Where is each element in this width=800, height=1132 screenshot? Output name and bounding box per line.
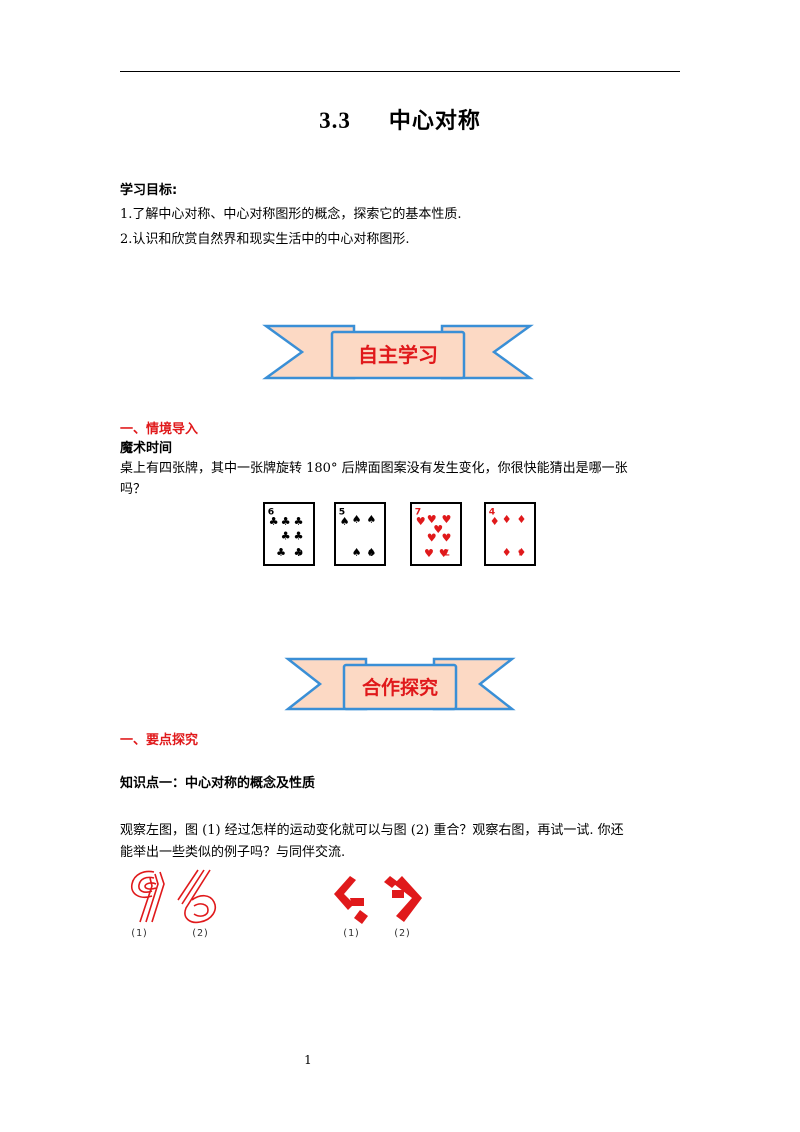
page-number: 1	[304, 1053, 312, 1067]
banner-label-2: 合作探究	[362, 676, 438, 699]
svg-text:6: 6	[297, 548, 303, 558]
svg-text:♣: ♣	[294, 515, 304, 528]
svg-text:♣: ♣	[269, 515, 279, 528]
card-rank: 7	[415, 507, 421, 518]
knowledge-point-heading: 知识点一：中心对称的概念及性质	[120, 776, 316, 791]
diamonds-card-face: 4 ♦ ♦♦ ♦♦ 4	[489, 507, 527, 560]
svg-text:♠: ♠	[340, 515, 350, 528]
figure-nine-six	[130, 869, 216, 924]
svg-text:♦: ♦	[490, 515, 500, 528]
svg-text:♥: ♥	[427, 531, 437, 544]
objectives-heading: 学习目标:	[120, 183, 178, 198]
section2-text-line1: 观察左图，图 (1) 经过怎样的运动变化就可以与图 (2) 重合？观察右图，再试…	[120, 823, 624, 838]
svg-text:♣: ♣	[281, 515, 291, 528]
svg-text:♥: ♥	[442, 513, 452, 526]
svg-text:♦: ♦	[516, 546, 526, 559]
playing-card-4-diamonds[interactable]: 4 ♦ ♦♦ ♦♦ 4	[484, 502, 536, 566]
svg-text:♣: ♣	[294, 530, 304, 543]
header-rule	[120, 71, 680, 72]
spades-card-face: 5 ♠ ♠♠ ♠♠ 5	[339, 507, 377, 560]
section2-text-line2: 能举出一些类似的例子吗？与同伴交流.	[120, 845, 346, 860]
card-rank: 4	[489, 507, 495, 518]
svg-text:♥: ♥	[442, 531, 452, 544]
svg-text:♣: ♣	[294, 546, 304, 559]
magic-time-label: 魔术时间	[120, 441, 173, 456]
left-arrow-shape	[334, 876, 356, 910]
banner-cooperative-inquiry: 合作探究	[284, 657, 516, 711]
playing-card-5-spades[interactable]: 5 ♠ ♠♠ ♠♠ 5	[334, 502, 386, 566]
svg-text:7: 7	[444, 548, 450, 558]
hearts-card-face: 7 ♥ ♥♥ ♥ ♥♥ ♥♥ 7	[415, 507, 452, 560]
section1-text-line1: 桌上有四张牌，其中一张牌旋转 180° 后牌面图案没有发生变化，你很快能猜出是哪…	[120, 461, 628, 476]
playing-card-6-clubs[interactable]: 6 ♣ ♣♣ ♣♣ ♣♣ 6	[263, 502, 315, 566]
svg-text:♣: ♣	[276, 546, 286, 559]
svg-text:♥: ♥	[416, 515, 426, 528]
svg-text:♦: ♦	[516, 513, 526, 526]
figure-label-1-left: (1)	[130, 928, 149, 939]
banner-self-study: 自主学习	[262, 324, 534, 380]
section-number: 3.3	[319, 108, 351, 133]
svg-text:♠: ♠	[352, 546, 362, 559]
page-title: 3.3 中心对称	[0, 103, 800, 135]
svg-text:♥: ♥	[424, 547, 434, 560]
section2-heading: 一、要点探究	[120, 733, 199, 748]
card-rank: 5	[339, 507, 345, 518]
svg-text:5: 5	[368, 548, 374, 558]
svg-text:♥: ♥	[427, 513, 437, 526]
svg-text:♦: ♦	[502, 513, 512, 526]
digit-six-shape	[177, 869, 216, 924]
playing-card-7-hearts[interactable]: 7 ♥ ♥♥ ♥ ♥♥ ♥♥ 7	[410, 502, 462, 566]
figure-arrow-shapes	[334, 876, 422, 924]
right-arrow-shape	[394, 876, 422, 922]
section1-heading: 一、情境导入	[120, 422, 199, 437]
figure-label-2-left: (2)	[191, 928, 210, 939]
objective-item-1: 1.了解中心对称、中心对称图形的概念，探索它的基本性质.	[120, 207, 462, 222]
section-title: 中心对称	[388, 109, 481, 134]
card-rank: 6	[268, 507, 274, 518]
clubs-card-face: 6 ♣ ♣♣ ♣♣ ♣♣ 6	[268, 507, 304, 560]
svg-text:♥: ♥	[439, 547, 449, 560]
svg-text:4: 4	[518, 548, 524, 558]
section1-text-line2: 吗？	[120, 482, 147, 497]
banner-label-1: 自主学习	[358, 343, 438, 367]
figure-label-2-right: (2)	[393, 928, 412, 939]
objective-item-2: 2.认识和欣赏自然界和现实生活中的中心对称图形.	[120, 232, 410, 247]
svg-text:♦: ♦	[502, 546, 512, 559]
svg-text:♣: ♣	[281, 530, 291, 543]
svg-text:♠: ♠	[366, 513, 376, 526]
figure-label-1-right: (1)	[342, 928, 361, 939]
svg-text:♠: ♠	[352, 513, 362, 526]
svg-text:♥: ♥	[433, 523, 443, 536]
digit-nine-shape	[130, 870, 165, 923]
svg-text:♠: ♠	[366, 546, 376, 559]
